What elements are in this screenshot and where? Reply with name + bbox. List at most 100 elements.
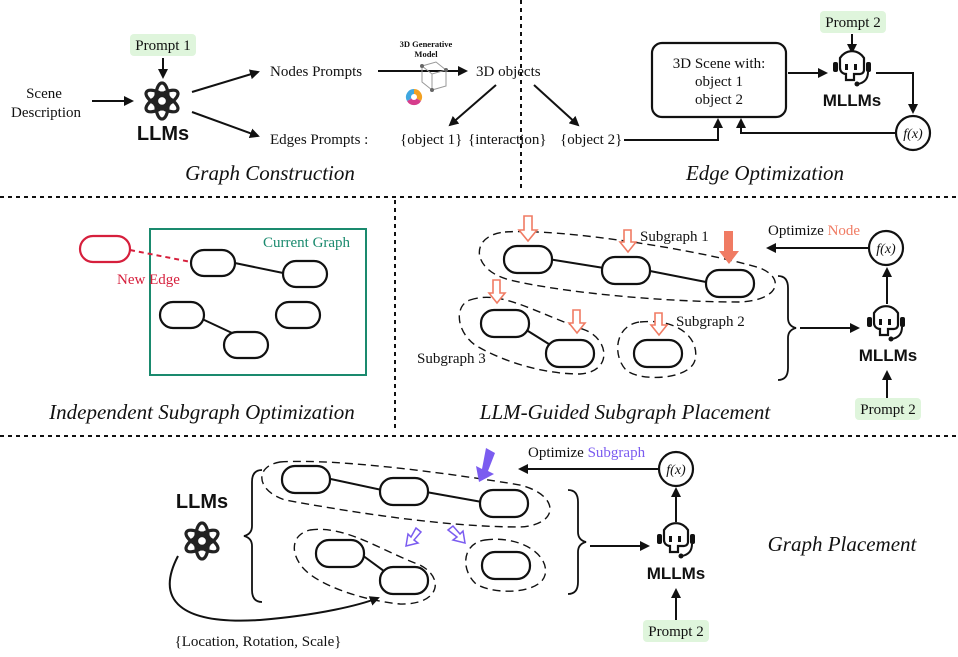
scene-line3: object 2	[695, 92, 743, 108]
object1-token: {object 1}	[400, 132, 462, 148]
prompt2-label-mid: Prompt 2	[860, 402, 915, 418]
new-edge-label: New Edge	[117, 272, 180, 288]
llms-label: LLMs	[137, 123, 189, 145]
bottom-subgraph-top-outline	[261, 460, 551, 528]
solid-arrow-icon-subgraph	[476, 448, 495, 482]
optimize-node-label: Optimize Node	[768, 223, 860, 239]
subgraph1-label: Subgraph 1	[640, 229, 709, 245]
subgraph2-node-1	[632, 338, 684, 369]
graph-node-1	[189, 248, 237, 278]
scene-line1: 3D Scene with:	[673, 56, 765, 72]
solid-arrow-icon-node	[719, 231, 739, 264]
subgraph1-edge-a	[547, 258, 605, 269]
new-node	[78, 234, 132, 264]
arrow-obj2-to-scene	[624, 118, 723, 141]
subgraph1-outline	[478, 230, 776, 303]
subgraph1-node-2	[600, 255, 652, 286]
graph-node-3	[158, 300, 206, 330]
hollow-arrow-icon-3	[487, 279, 507, 305]
3d-scene-box	[650, 41, 788, 119]
cube-icon	[420, 61, 448, 92]
subgraph3-node-1	[479, 308, 531, 339]
prompt1-badge	[130, 34, 196, 56]
prompt2-badge-top	[820, 11, 886, 33]
scene-description-line1: Scene	[26, 86, 62, 102]
bottom-node-1	[280, 464, 332, 495]
subgraph3-node-2	[544, 338, 596, 369]
prompt2-label-bottom: Prompt 2	[648, 624, 703, 640]
bottom-node-3	[478, 488, 530, 519]
optimize-subgraph-label: Optimize Subgraph	[528, 445, 646, 461]
edges-prompts-label: Edges Prompts :	[270, 132, 368, 148]
mllms-label-mid: MLLMs	[859, 346, 918, 365]
brace-mid	[777, 275, 797, 381]
optimize-node-prefix: Optimize	[768, 223, 828, 239]
optimize-subgraph-target: Subgraph	[588, 445, 646, 461]
optimize-node-target: Node	[828, 223, 861, 239]
object2-token: {object 2}	[560, 132, 622, 148]
graph-node-2	[281, 259, 329, 289]
hollow-arrow-icon-6	[405, 526, 423, 548]
edge-optimization-panel: 3D Scene with: object 1 object 2 Prompt …	[624, 11, 932, 185]
interaction-token: {interaction}	[468, 132, 547, 148]
graph-node-4	[274, 300, 322, 330]
nodes-prompts-label: Nodes Prompts	[270, 64, 362, 80]
prompt1-label: Prompt 1	[135, 38, 190, 54]
lrs-label: {Location, Rotation, Scale}	[175, 634, 342, 650]
arrow-llm-to-nodes	[191, 69, 260, 93]
bottom-subgraph-right-outline	[465, 538, 547, 592]
prompt2-badge-bottom	[643, 620, 709, 642]
optimize-subgraph-prefix: Optimize	[528, 445, 588, 461]
subgraph1-node-3	[704, 268, 756, 299]
bottom-edge-b	[425, 491, 483, 503]
bottom-edge-a	[325, 477, 383, 491]
graph-node-5	[222, 330, 270, 360]
arrow-mllm-to-fx-top	[876, 72, 918, 114]
mllms-label-bottom: MLLMs	[647, 564, 706, 583]
subgraph2-outline	[617, 320, 697, 379]
subgraph3-label: Subgraph 3	[417, 351, 486, 367]
prompt2-label-top: Prompt 2	[825, 15, 880, 31]
robot-icon-bottom	[655, 522, 697, 560]
openai-logo-icon	[141, 81, 183, 121]
scene-description-line2: Description	[11, 105, 81, 121]
hollow-arrow-icon-7	[446, 524, 466, 545]
robot-icon-top	[831, 50, 873, 88]
llm-guided-placement-panel: Subgraph 1 Subgraph 2 Subgraph 3 MLLMs P…	[417, 215, 921, 424]
hollow-arrow-icon-1	[517, 215, 539, 243]
node-highlight-arrows	[487, 215, 669, 337]
bottom-node-6	[480, 550, 532, 581]
mllms-label-top: MLLMs	[823, 91, 882, 110]
subgraph-hollow-arrows	[405, 524, 466, 548]
fx-label-mid: f(x)	[876, 242, 896, 257]
3d-objects-label: 3D objects	[476, 64, 541, 80]
arrow-fx-to-scene	[736, 118, 896, 134]
bottom-subgraph-left-outline	[293, 528, 436, 605]
fx-label-bottom: f(x)	[666, 463, 686, 478]
arrow-llm-to-edges	[191, 111, 260, 138]
arrow-objects-to-obj1	[448, 84, 497, 127]
brace-bottom-left	[243, 469, 263, 603]
arrow-objects-to-obj2	[533, 84, 580, 127]
scene-line2: object 1	[695, 74, 743, 90]
hollow-arrow-icon-2	[618, 229, 638, 254]
graph-construction-title: Graph Construction	[185, 161, 355, 185]
graph-construction-panel: Prompt 1 Scene Description LLMs Nodes Pr…	[11, 34, 622, 185]
llms-label-bottom: LLMs	[176, 491, 228, 513]
bottom-node-2	[378, 476, 430, 507]
independent-subgraph-panel: Current Graph New Edge Independent Subgr…	[48, 228, 367, 424]
bottom-node-5	[378, 565, 430, 596]
subgraph2-label: Subgraph 2	[676, 314, 745, 330]
current-graph-label: Current Graph	[263, 235, 351, 251]
bottom-node-4	[314, 538, 366, 569]
graph-edge-a	[229, 261, 289, 275]
graph-placement-panel: LLMs {Location, Rotation, Scale} MLLMs P…	[168, 445, 918, 650]
robot-icon-mid	[865, 305, 907, 343]
generative-model-line2: Model	[414, 49, 438, 59]
brace-bottom-right	[567, 489, 587, 595]
subgraph1-edge-b	[649, 270, 707, 283]
fx-label-top: f(x)	[903, 127, 923, 142]
arrow-llm-to-graph-curve	[168, 555, 380, 622]
color-wheel-icon	[405, 88, 423, 106]
